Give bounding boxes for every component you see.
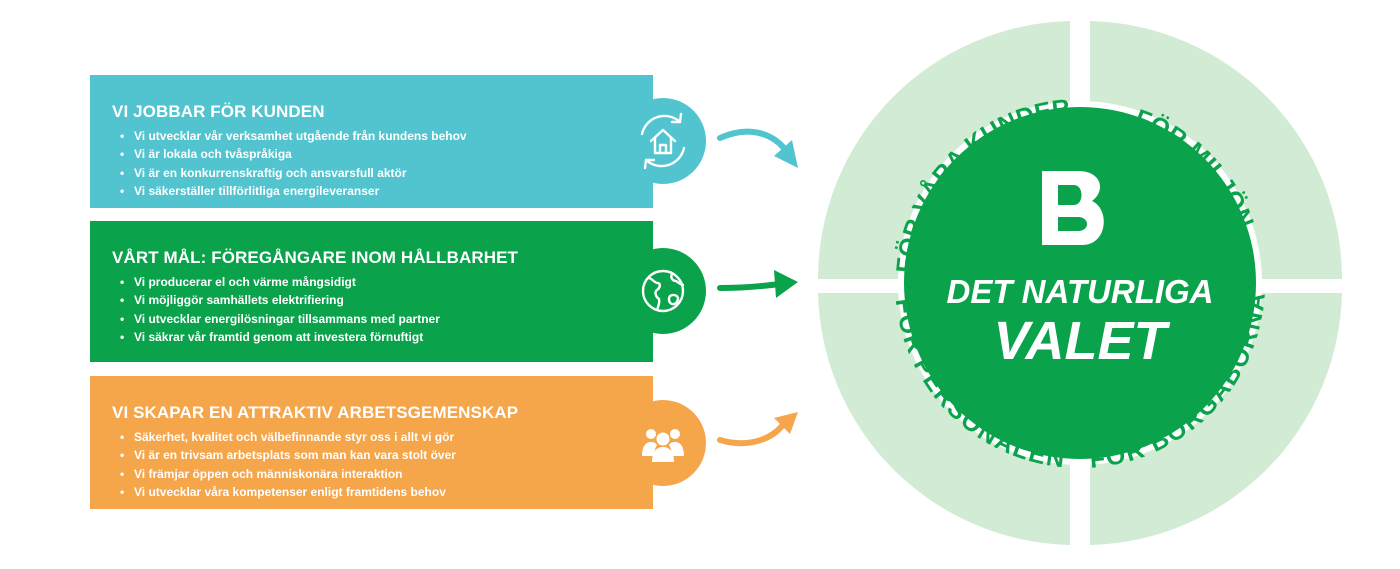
house-cycle-icon: [620, 98, 706, 184]
panel-workplace: VI SKAPAR EN ATTRAKTIV ARBETSGEMENSKAP S…: [90, 376, 653, 509]
people-group-icon: [620, 400, 706, 486]
list-item: Vi utvecklar energilösningar tillsammans…: [120, 310, 440, 328]
panel-sustainability: VÅRT MÅL: FÖREGÅNGARE INOM HÅLLBARHET Vi…: [90, 221, 653, 362]
list-item: Vi säkerställer tillförlitliga energilev…: [120, 182, 467, 200]
bullet-list: Vi utvecklar vår verksamhet utgående frå…: [120, 127, 467, 200]
pb-logo-icon: [1042, 171, 1104, 245]
list-item: Säkerhet, kvalitet och välbefinnande sty…: [120, 428, 456, 446]
arrow-curved-down-icon: [717, 128, 798, 168]
list-item: Vi möjliggör samhällets elektrifiering: [120, 291, 440, 309]
list-item: Vi är lokala och tvåspråkiga: [120, 145, 467, 163]
list-item: Vi är en trivsam arbetsplats som man kan…: [120, 446, 456, 464]
arrow-curved-up-icon: [717, 412, 798, 447]
panel-title: VI SKAPAR EN ATTRAKTIV ARBETSGEMENSKAP: [112, 403, 519, 422]
bullet-list: Vi producerar el och värme mångsidigt Vi…: [120, 273, 440, 346]
list-item: Vi främjar öppen och människonära intera…: [120, 465, 456, 483]
list-item: Vi producerar el och värme mångsidigt: [120, 273, 440, 291]
arrow-right-icon: [717, 270, 798, 298]
list-item: Vi utvecklar vår verksamhet utgående frå…: [120, 127, 467, 145]
center-title-line2: VALET: [994, 311, 1171, 371]
panel-title: VÅRT MÅL: FÖREGÅNGARE INOM HÅLLBARHET: [112, 248, 519, 267]
list-item: Vi är en konkurrenskraftig och ansvarsfu…: [120, 164, 467, 182]
bullet-list: Säkerhet, kvalitet och välbefinnande sty…: [120, 428, 456, 501]
values-wheel: FÖR VÅRA KUNDER FÖR MILJÖN FÖR PERSONALE…: [818, 21, 1342, 545]
globe-icon: [620, 248, 706, 334]
panel-title: VI JOBBAR FÖR KUNDEN: [112, 102, 325, 121]
center-circle: [904, 107, 1256, 459]
panel-customers: VI JOBBAR FÖR KUNDEN Vi utvecklar vår ve…: [90, 75, 653, 208]
center-title-line1: DET NATURLIGA: [946, 273, 1213, 310]
list-item: Vi utvecklar våra kompetenser enligt fra…: [120, 483, 456, 501]
list-item: Vi säkrar vår framtid genom att invester…: [120, 328, 440, 346]
